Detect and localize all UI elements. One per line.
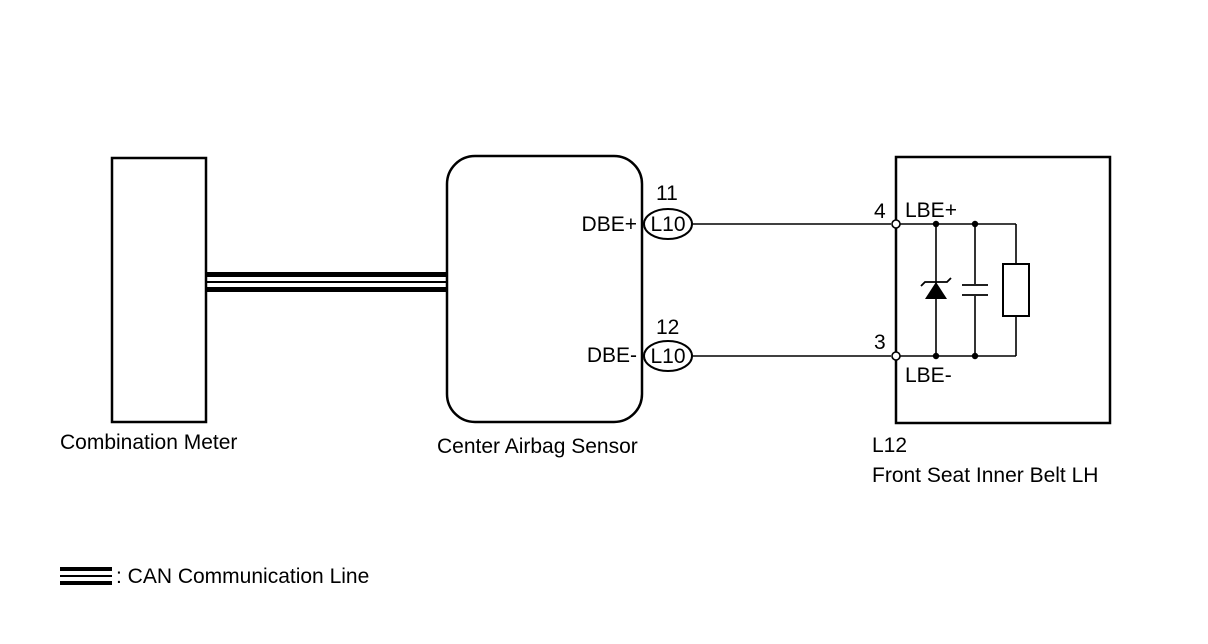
center-airbag-sensor-label: Center Airbag Sensor bbox=[437, 435, 638, 458]
zener-diode-symbol bbox=[925, 282, 947, 299]
pin-11-number: 11 bbox=[656, 182, 678, 205]
center-airbag-sensor-box bbox=[445, 154, 644, 424]
terminal-3 bbox=[891, 351, 901, 361]
combination-meter-label: Combination Meter bbox=[60, 431, 237, 454]
pin-12-number: 12 bbox=[656, 316, 679, 339]
belt-component-label: Front Seat Inner Belt LH bbox=[872, 464, 1098, 487]
connector-l10-label-bottom: L10 bbox=[650, 345, 685, 368]
resistor-symbol bbox=[1002, 263, 1030, 317]
pin-dbe-minus-label: DBE- bbox=[587, 344, 637, 367]
pin-3-number: 3 bbox=[874, 331, 886, 354]
pin-4-number: 4 bbox=[874, 200, 886, 223]
belt-connector-label: L12 bbox=[872, 434, 907, 457]
front-seat-inner-belt-box bbox=[894, 155, 1112, 425]
connector-l10-label-top: L10 bbox=[650, 213, 685, 236]
terminal-4 bbox=[891, 219, 901, 229]
pin-lbe-plus-label: LBE+ bbox=[905, 199, 957, 222]
pin-dbe-plus-label: DBE+ bbox=[582, 213, 637, 236]
combination-meter-box bbox=[110, 156, 208, 424]
belt-internal-circuit bbox=[896, 220, 1030, 360]
legend-can-line-symbol bbox=[60, 567, 112, 585]
legend-label: : CAN Communication Line bbox=[116, 565, 369, 588]
pin-lbe-minus-label: LBE- bbox=[905, 364, 952, 387]
can-communication-line bbox=[206, 272, 448, 292]
